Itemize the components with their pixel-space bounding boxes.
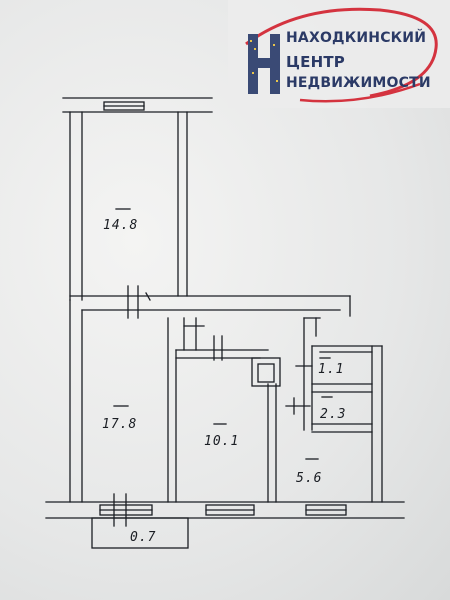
- area-label-bath: 2.3: [320, 407, 346, 422]
- balcony-outline: [91, 517, 189, 549]
- watermark-line-2: ЦЕНТР: [286, 53, 345, 71]
- area-label-wc: 1.1: [318, 362, 344, 377]
- area-label-balcony: 0.7: [130, 530, 156, 545]
- logo-icon: [248, 34, 280, 94]
- area-label-kitchen: 5.6: [296, 471, 322, 486]
- area-label-room-center: 10.1: [204, 434, 239, 449]
- closet: [251, 357, 281, 387]
- area-label-room-left: 17.8: [102, 417, 137, 432]
- watermark-arc-top: [245, 7, 438, 98]
- watermark-line-1: НАХОДКИНСКИЙ: [286, 30, 427, 46]
- watermark-arc-bottom: [299, 82, 421, 103]
- door-tick: [145, 292, 151, 301]
- closet-inner: [257, 363, 275, 383]
- watermark-line-3: НЕДВИЖИМОСТИ: [286, 75, 431, 91]
- area-label-room-top: 14.8: [103, 218, 138, 233]
